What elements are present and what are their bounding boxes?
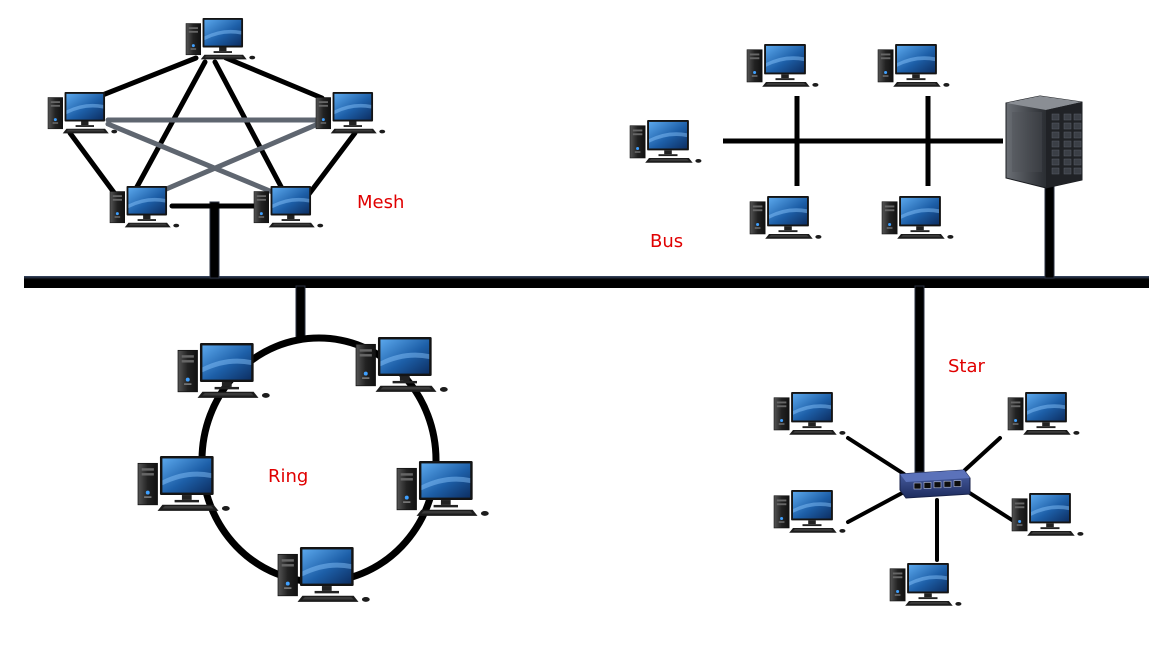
star-workstation-2 [1007, 392, 1080, 435]
star-drop-cable [914, 285, 925, 473]
star-workstation-1 [773, 392, 846, 435]
mesh-workstation-1 [185, 18, 256, 60]
desktop-computer-icon [137, 456, 230, 511]
ring-workstation-1 [177, 343, 270, 398]
desktop-computer-icon [773, 490, 846, 533]
ring-workstation-5 [277, 547, 370, 602]
bus-links [723, 96, 1003, 186]
desktop-computer-icon [109, 186, 180, 228]
desktop-computer-icon [773, 392, 846, 435]
mesh-workstation-4 [109, 186, 180, 228]
desktop-computer-icon [355, 337, 448, 392]
desktop-computer-icon [746, 44, 819, 87]
mesh-workstation-5 [253, 186, 324, 228]
desktop-computer-icon [877, 44, 950, 87]
star-links [846, 436, 1014, 562]
desktop-computer-icon [315, 92, 386, 134]
ring-drop-cable [295, 285, 306, 341]
mesh-workstation-2 [47, 92, 118, 134]
mesh-back-links [105, 117, 321, 199]
devices [47, 18, 1084, 606]
desktop-computer-icon [177, 343, 270, 398]
bus-workstation-3 [629, 120, 702, 163]
mesh-links [67, 55, 358, 209]
desktop-computer-icon [396, 461, 489, 516]
star-workstation-5 [889, 563, 962, 606]
ring-workstation-3 [137, 456, 230, 511]
cables [24, 55, 1149, 586]
star-workstation-4 [1011, 493, 1084, 536]
bus-workstation-4 [749, 196, 822, 239]
mesh-workstation-3 [315, 92, 386, 134]
desktop-computer-icon [1007, 392, 1080, 435]
mesh-label: Mesh [357, 192, 405, 213]
desktop-computer-icon [1011, 493, 1084, 536]
desktop-computer-icon [185, 18, 256, 60]
desktop-computer-icon [47, 92, 118, 134]
desktop-computer-icon [277, 547, 370, 602]
ring-label: Ring [268, 466, 309, 487]
ring-workstation-2 [355, 337, 448, 392]
network-switch-icon [899, 469, 971, 499]
bus-workstation-1 [746, 44, 819, 87]
desktop-computer-icon [253, 186, 324, 228]
bus-workstation-5 [881, 196, 954, 239]
desktop-computer-icon [629, 120, 702, 163]
ring-workstation-4 [396, 461, 489, 516]
mesh-drop-cable [209, 201, 220, 279]
bus-label: Bus [650, 231, 684, 252]
backbone-bus [24, 276, 1149, 288]
bus-workstation-2 [877, 44, 950, 87]
desktop-computer-icon [889, 563, 962, 606]
server-drop-cable [1044, 179, 1055, 279]
desktop-computer-icon [749, 196, 822, 239]
desktop-computer-icon [881, 196, 954, 239]
server-rack-icon [1005, 95, 1083, 189]
star-workstation-3 [773, 490, 846, 533]
star-label: Star [948, 356, 985, 377]
